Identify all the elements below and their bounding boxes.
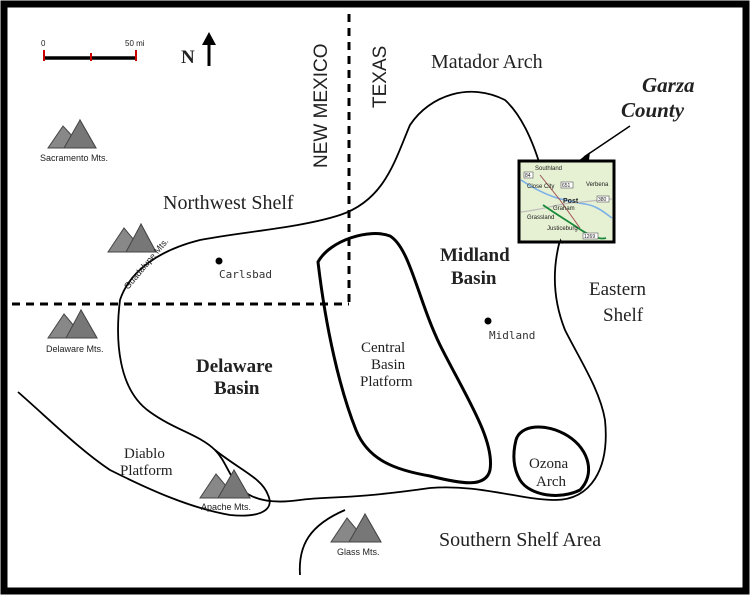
label-delaware-basin-2: Basin [214,378,260,399]
garza-title-2: County [621,98,685,122]
ozona-arch-outline [512,425,590,497]
label-diablo-1: Diablo [124,446,165,462]
route-1269: 1269 [584,234,595,240]
garza-town-graham: Graham [553,206,575,212]
diablo-platform-line [17,391,271,517]
state-boundary [12,14,351,306]
label-diablo-2: Platform [120,463,173,479]
southern-shelf-line [298,509,346,576]
garza-town-justiceburg: Justiceburg [547,226,578,232]
city-dot-carlsbad [215,257,223,265]
scale-max-label: 50 mi [125,39,145,48]
garza-title-1: Garza [642,73,695,97]
mtn-apache: Apache Mts. [201,502,251,512]
mtn-delaware: Delaware Mts. [46,344,104,354]
label-central-basin-1: Central [361,340,405,356]
label-ozona-1: Ozona [529,456,568,472]
label-midland-basin-2: Basin [451,268,497,289]
mtn-glass: Glass Mts. [337,547,380,557]
city-dot-midland [484,317,492,325]
state-new-mexico: NEW MEXICO [311,43,332,168]
garza-route-shields: 84 651 380 1269 [523,171,610,240]
mtn-sacramento: Sacramento Mts. [40,153,108,163]
label-eastern-shelf-2: Shelf [603,305,644,326]
label-central-basin-2: Basin [371,357,406,373]
label-midland-basin-1: Midland [440,245,510,266]
scale-bar: 0 50 mi [41,39,145,61]
city-carlsbad: Carlsbad [219,268,272,281]
mountain-icon-sacramento [47,118,97,149]
north-arrow: N [181,32,216,68]
route-651: 651 [562,183,571,189]
route-84: 84 [525,173,531,179]
route-380: 380 [598,197,607,203]
garza-town-southland: Southland [535,166,562,172]
label-eastern-shelf-1: Eastern [589,279,646,300]
garza-callout-arrow [578,125,631,161]
garza-county-inset: Southland Close City Verbena Post Graham… [517,159,616,246]
garza-town-post: Post [563,198,579,205]
mountain-icon-guadalupe [107,222,157,253]
garza-town-verbena: Verbena [586,182,609,188]
mountain-icon-glass [330,512,382,543]
shelf-margin-line [117,91,607,503]
scale-zero-label: 0 [41,39,46,48]
central-basin-platform-outline [316,232,493,485]
star-icon: ★ [557,237,564,246]
north-label: N [181,47,195,68]
mountain-icon-apache [199,468,251,499]
garza-town-close-city: Close City [527,184,554,190]
label-northwest-shelf: Northwest Shelf [163,192,294,214]
label-delaware-basin-1: Delaware [196,356,273,377]
label-ozona-2: Arch [536,474,566,490]
mountain-icon-delaware [47,308,98,339]
label-matador-arch: Matador Arch [431,51,543,73]
state-texas: TEXAS [370,46,391,108]
label-central-basin-3: Platform [360,374,413,390]
garza-town-grassland: Grassland [527,215,554,221]
city-midland: Midland [489,329,535,342]
label-southern-shelf: Southern Shelf Area [439,529,601,551]
